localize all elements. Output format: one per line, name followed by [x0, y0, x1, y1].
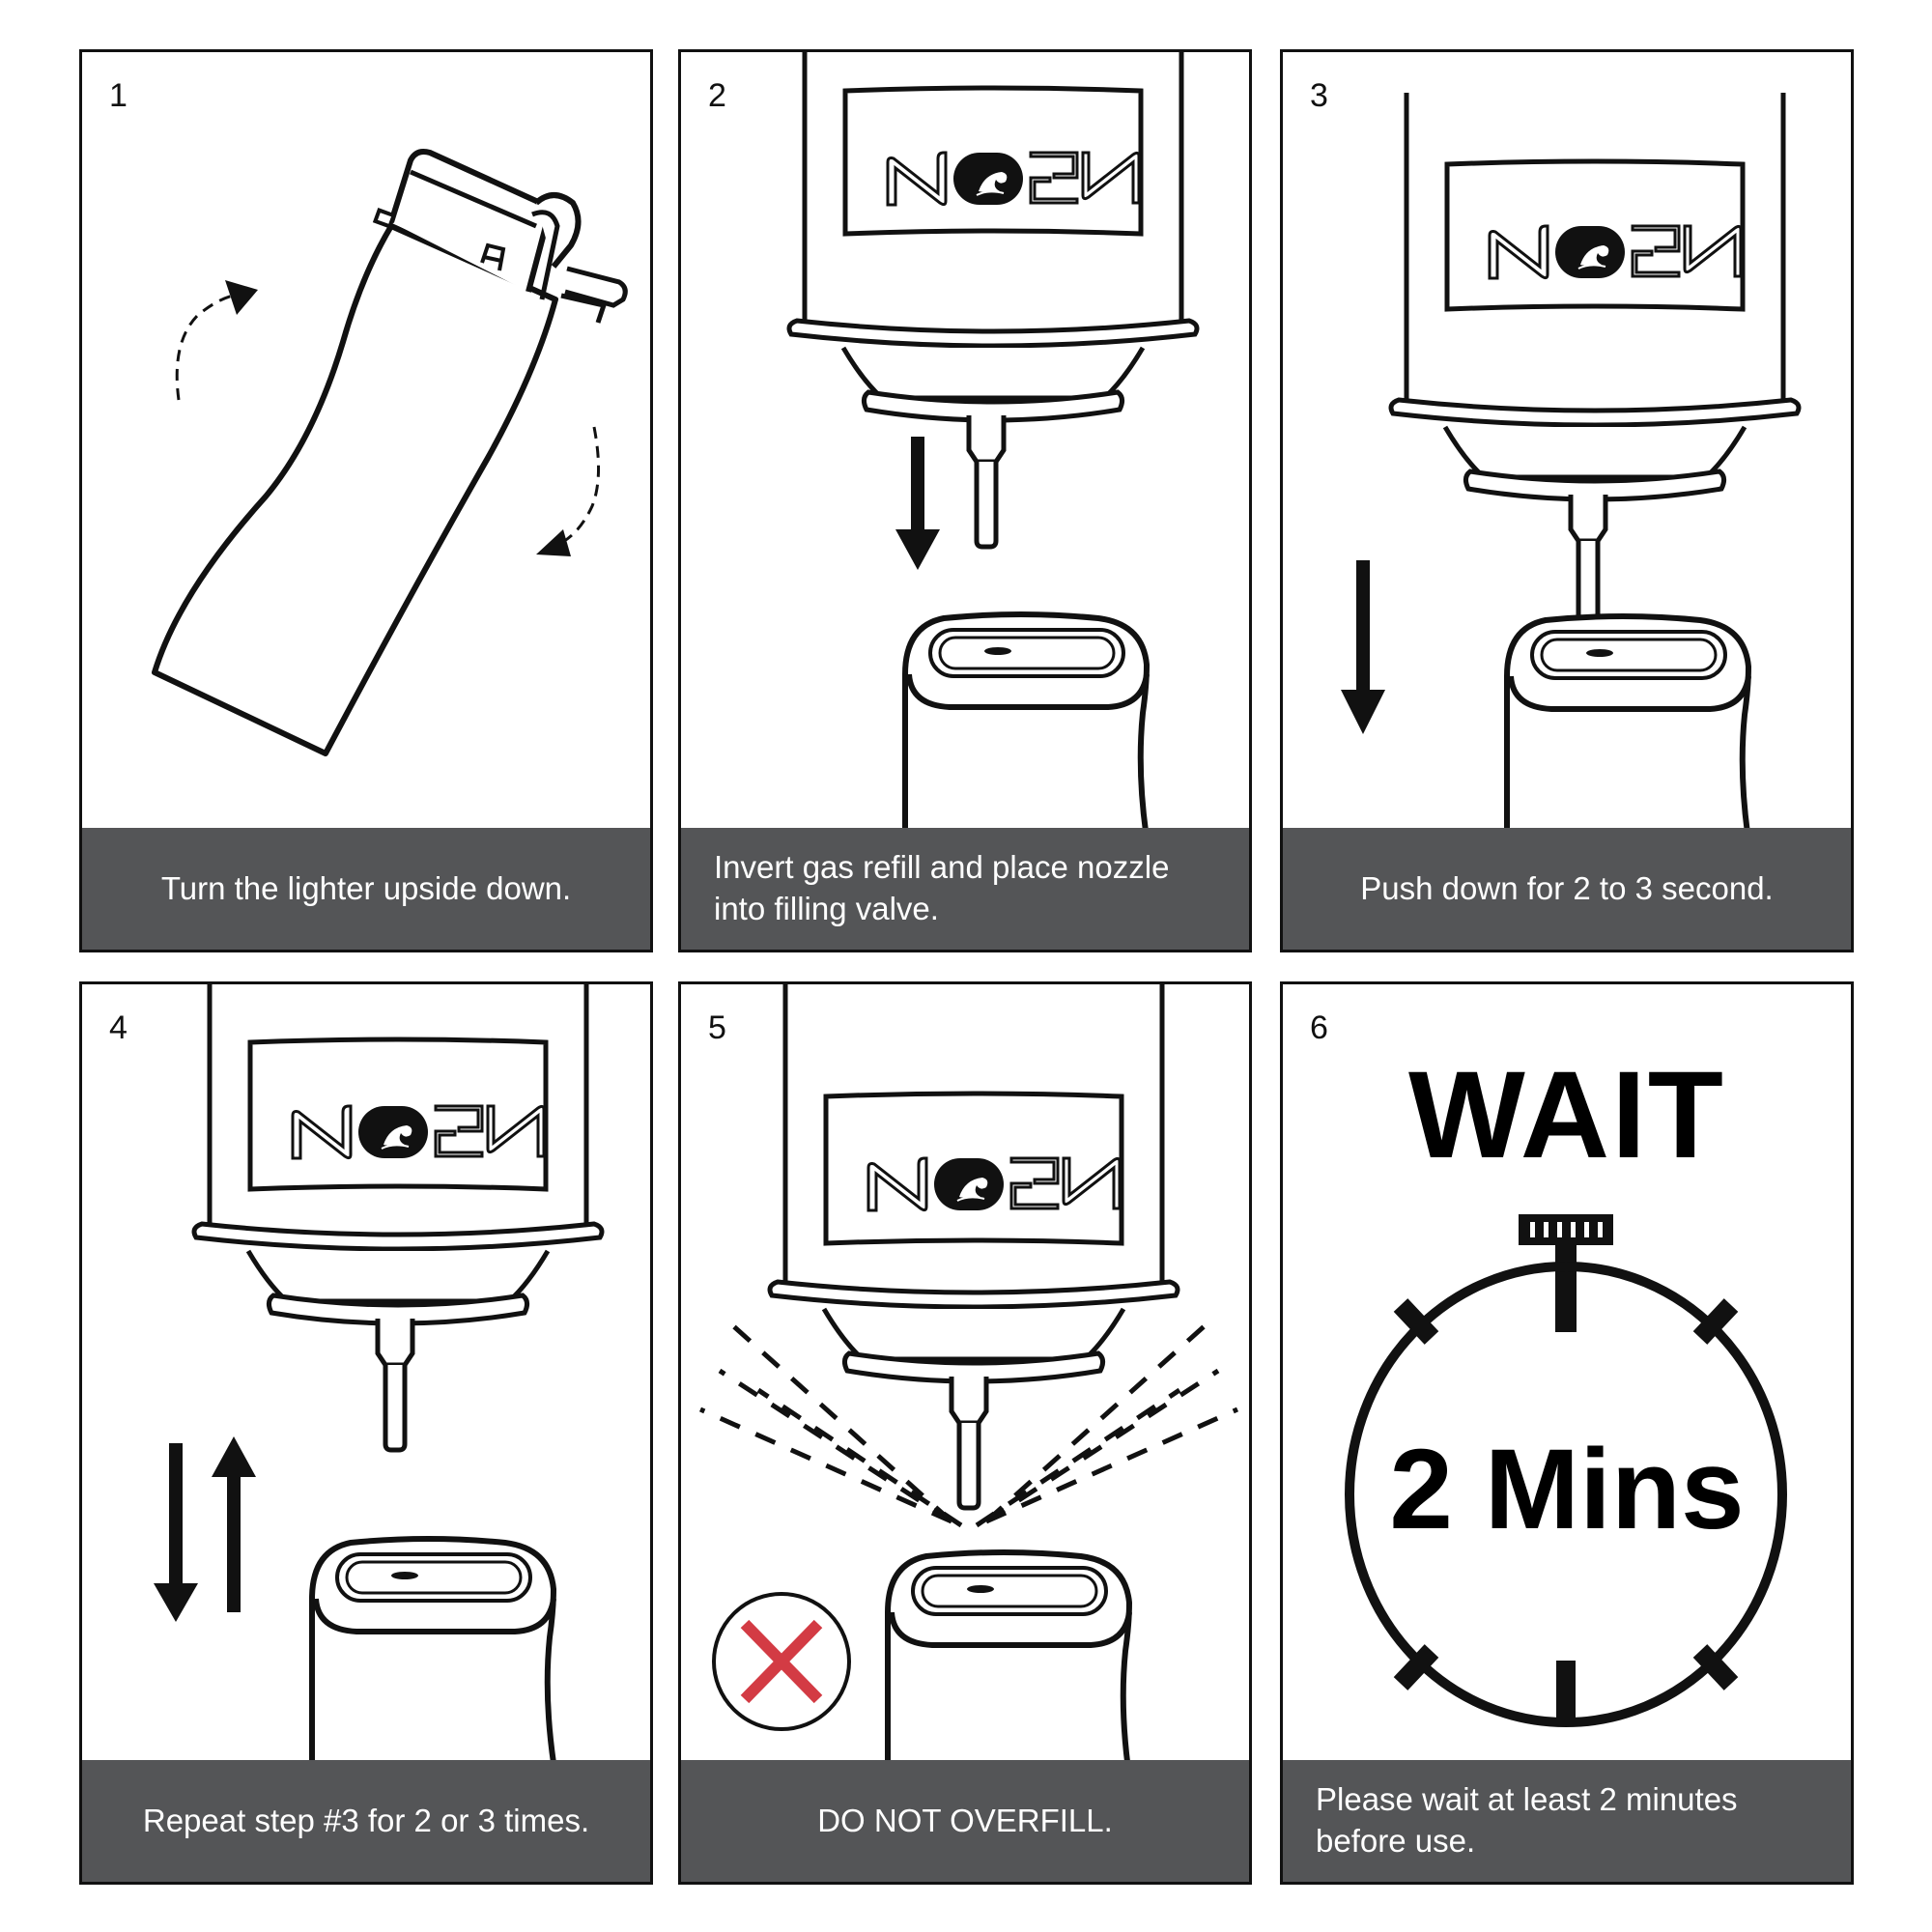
- timer-label: 2 Mins: [1389, 1426, 1745, 1553]
- step-panel-4: 4 Repeat step #3 for 2 or 3 times.: [79, 981, 653, 1885]
- push-down-icon: [1341, 52, 1854, 834]
- gas-can-nozzle-icon: [681, 52, 1252, 834]
- caption-text: Turn the lighter upside down.: [160, 869, 572, 906]
- step-number: 4: [109, 1009, 128, 1046]
- step-number: 6: [1310, 1009, 1328, 1046]
- caption-text: Repeat step #3 for 2 or 3 times.: [142, 1802, 590, 1838]
- step-caption: Repeat step #3 for 2 or 3 times.: [82, 1760, 650, 1882]
- step-number: 3: [1310, 77, 1328, 114]
- step-caption: DO NOT OVERFILL.: [681, 1760, 1249, 1882]
- caption-text: Invert gas refill and place nozzle into …: [714, 849, 1170, 926]
- step-number: 1: [109, 77, 128, 114]
- step-caption: Please wait at least 2 minutes before us…: [1283, 1760, 1851, 1882]
- step-number: 5: [708, 1009, 726, 1046]
- wait-title: WAIT: [1408, 1046, 1725, 1184]
- caption-text: Push down for 2 to 3 second.: [1360, 869, 1774, 906]
- repeat-up-down-icon: [154, 984, 653, 1766]
- step-panel-2: 2 Invert gas refill and place nozzle int…: [678, 49, 1252, 952]
- overfill-spray-icon: [698, 984, 1239, 1766]
- step-number: 2: [708, 77, 726, 114]
- red-x-icon: [712, 1592, 851, 1731]
- step-panel-6: 6 WAIT 2 Mins Please wait at least 2 min…: [1280, 981, 1854, 1885]
- lighter-rotate-icon: [152, 149, 628, 756]
- step-panel-5: 5 DO NOT OVERFILL.: [678, 981, 1252, 1885]
- step-panel-1: 1 Turn the lighter upside down.: [79, 49, 653, 952]
- step-caption: Turn the lighter upside down.: [82, 828, 650, 950]
- step-caption: Invert gas refill and place nozzle into …: [681, 828, 1249, 950]
- caption-text: DO NOT OVERFILL.: [817, 1802, 1113, 1838]
- step-caption: Push down for 2 to 3 second.: [1283, 828, 1851, 950]
- caption-text: Please wait at least 2 minutes before us…: [1316, 1781, 1738, 1859]
- stopwatch-icon: [1345, 1214, 1787, 1727]
- step-panel-3: 3 Push down for 2 to 3 second.: [1280, 49, 1854, 952]
